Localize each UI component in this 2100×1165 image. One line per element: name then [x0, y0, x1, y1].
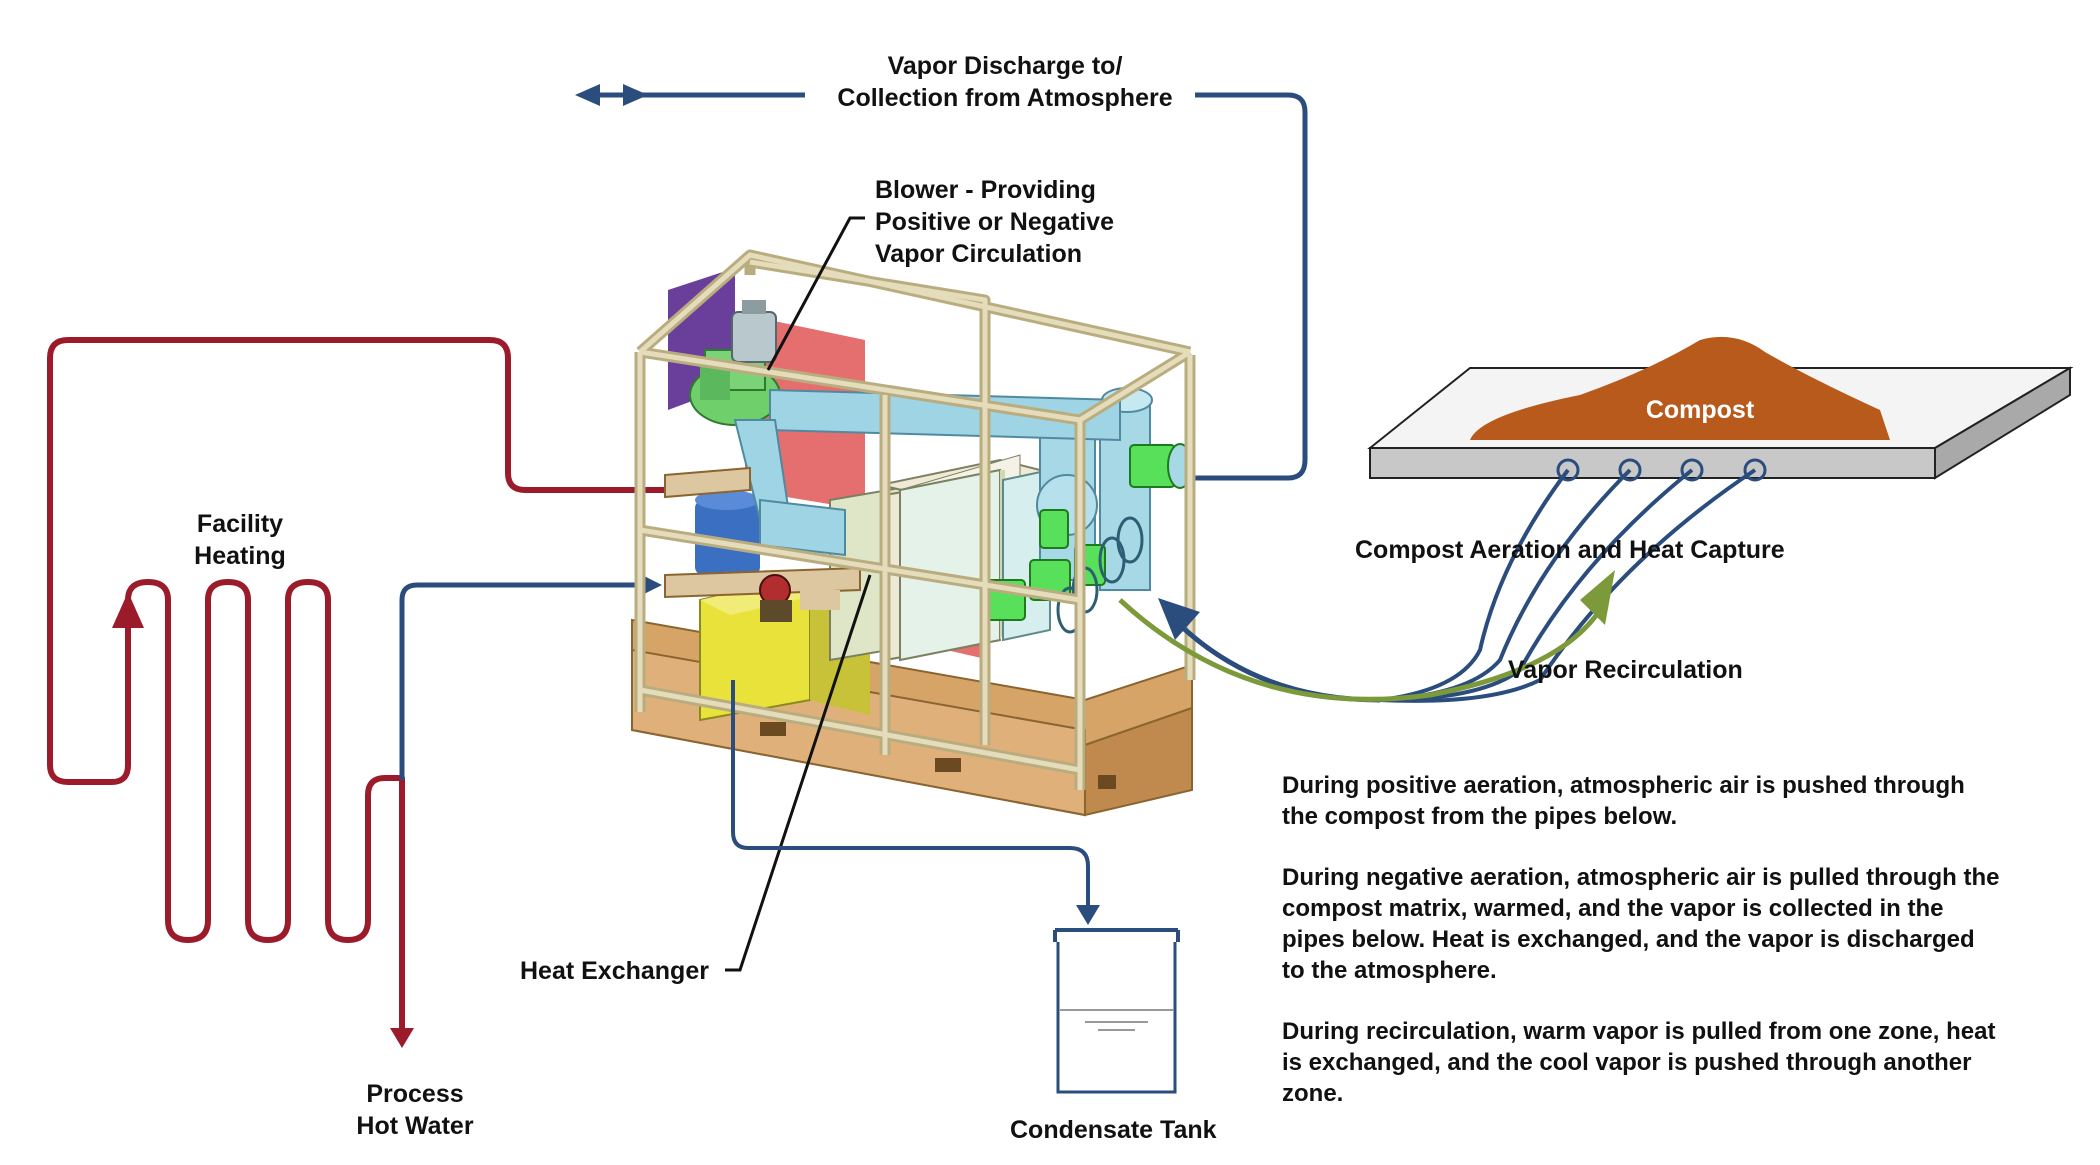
heating-coil — [125, 579, 405, 1030]
description-recirculation: During recirculation, warm vapor is pull… — [1282, 1018, 1996, 1107]
vapor-recirculation-label: Vapor Recirculation — [1508, 656, 1743, 684]
vapor-recirculation-green — [1118, 598, 1603, 702]
vapor-discharge-line2: Collection from Atmosphere — [837, 84, 1173, 112]
facility-line1: Facility — [196, 510, 284, 538]
leader-lines — [725, 216, 872, 972]
compost-aeration-label: Compost Aeration and Heat Capture — [1355, 536, 1785, 564]
double-arrow-icon — [575, 84, 648, 106]
blower-line1: Blower - Providing — [875, 176, 1096, 204]
compost-bed — [1367, 336, 2074, 482]
description-negative: During negative aeration, atmospheric ai… — [1282, 864, 2000, 984]
process-line1: Process — [366, 1080, 464, 1108]
heat-exchanger-label: Heat Exchanger — [520, 957, 709, 985]
blower-line2: Positive or Negative — [875, 208, 1114, 236]
blower-line3: Vapor Circulation — [875, 240, 1082, 268]
vapor-discharge-label: Vapor Discharge to/ Collection from Atmo… — [810, 50, 1200, 114]
condensate-tank — [1053, 928, 1180, 1094]
facility-heating-line — [47, 337, 665, 785]
process-line2: Hot Water — [356, 1112, 474, 1140]
vapor-discharge-line1: Vapor Discharge to/ — [887, 52, 1123, 80]
process-hot-water-label: Process Hot Water — [300, 1078, 530, 1142]
up-left-arrow-icon — [1158, 598, 1200, 640]
facility-line2: Heating — [194, 542, 286, 570]
process-water-line — [399, 582, 640, 780]
condensate-tank-label: Condensate Tank — [1010, 1116, 1217, 1144]
facility-heating-label: Facility Heating — [160, 508, 320, 572]
down-arrow-icon — [1076, 905, 1100, 925]
description-positive: During positive aeration, atmospheric ai… — [1282, 772, 1965, 830]
up-right-arrow-icon — [1580, 570, 1615, 625]
down-arrow-icon — [390, 1028, 414, 1048]
compost-label: Compost — [1645, 396, 1755, 424]
condensate-line — [731, 680, 1090, 905]
equipment-skid — [631, 249, 1196, 817]
blower-label: Blower - Providing Positive or Negative … — [875, 174, 1114, 270]
